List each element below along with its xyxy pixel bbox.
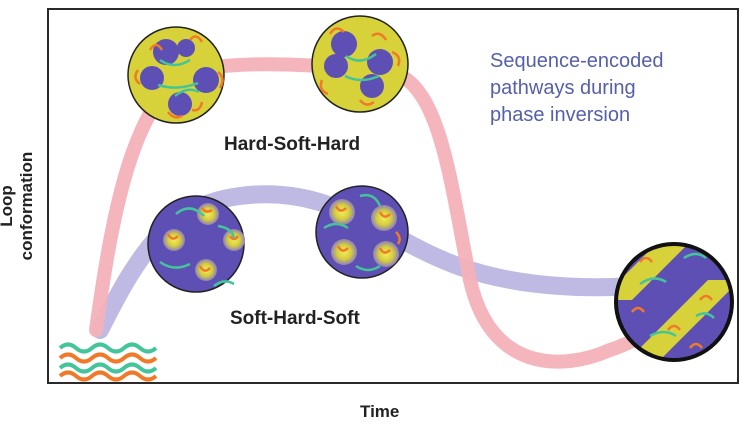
caption-line: phase inversion bbox=[490, 104, 631, 126]
hard-soft-hard-pathway bbox=[89, 57, 697, 369]
lamellar-phase-icon bbox=[614, 242, 734, 362]
hard-soft-hard-label: Hard-Soft-Hard bbox=[224, 134, 361, 155]
x-axis-label: Time bbox=[360, 402, 400, 421]
soft-hard-soft-micelle-icon bbox=[315, 185, 409, 279]
soft-hard-soft-micelle-icon bbox=[147, 195, 245, 293]
diagram-caption: Sequence-encoded pathways during phase i… bbox=[490, 48, 720, 129]
caption-line: Sequence-encoded bbox=[490, 50, 664, 72]
free-chains-icon bbox=[58, 342, 158, 382]
soft-hard-soft-label: Soft-Hard-Soft bbox=[230, 308, 360, 329]
y-axis-label: Loop conformation bbox=[0, 151, 36, 261]
hard-soft-hard-micelle-icon bbox=[127, 26, 225, 124]
caption-line: pathways during bbox=[490, 77, 636, 99]
hard-soft-hard-micelle-icon bbox=[311, 15, 409, 113]
